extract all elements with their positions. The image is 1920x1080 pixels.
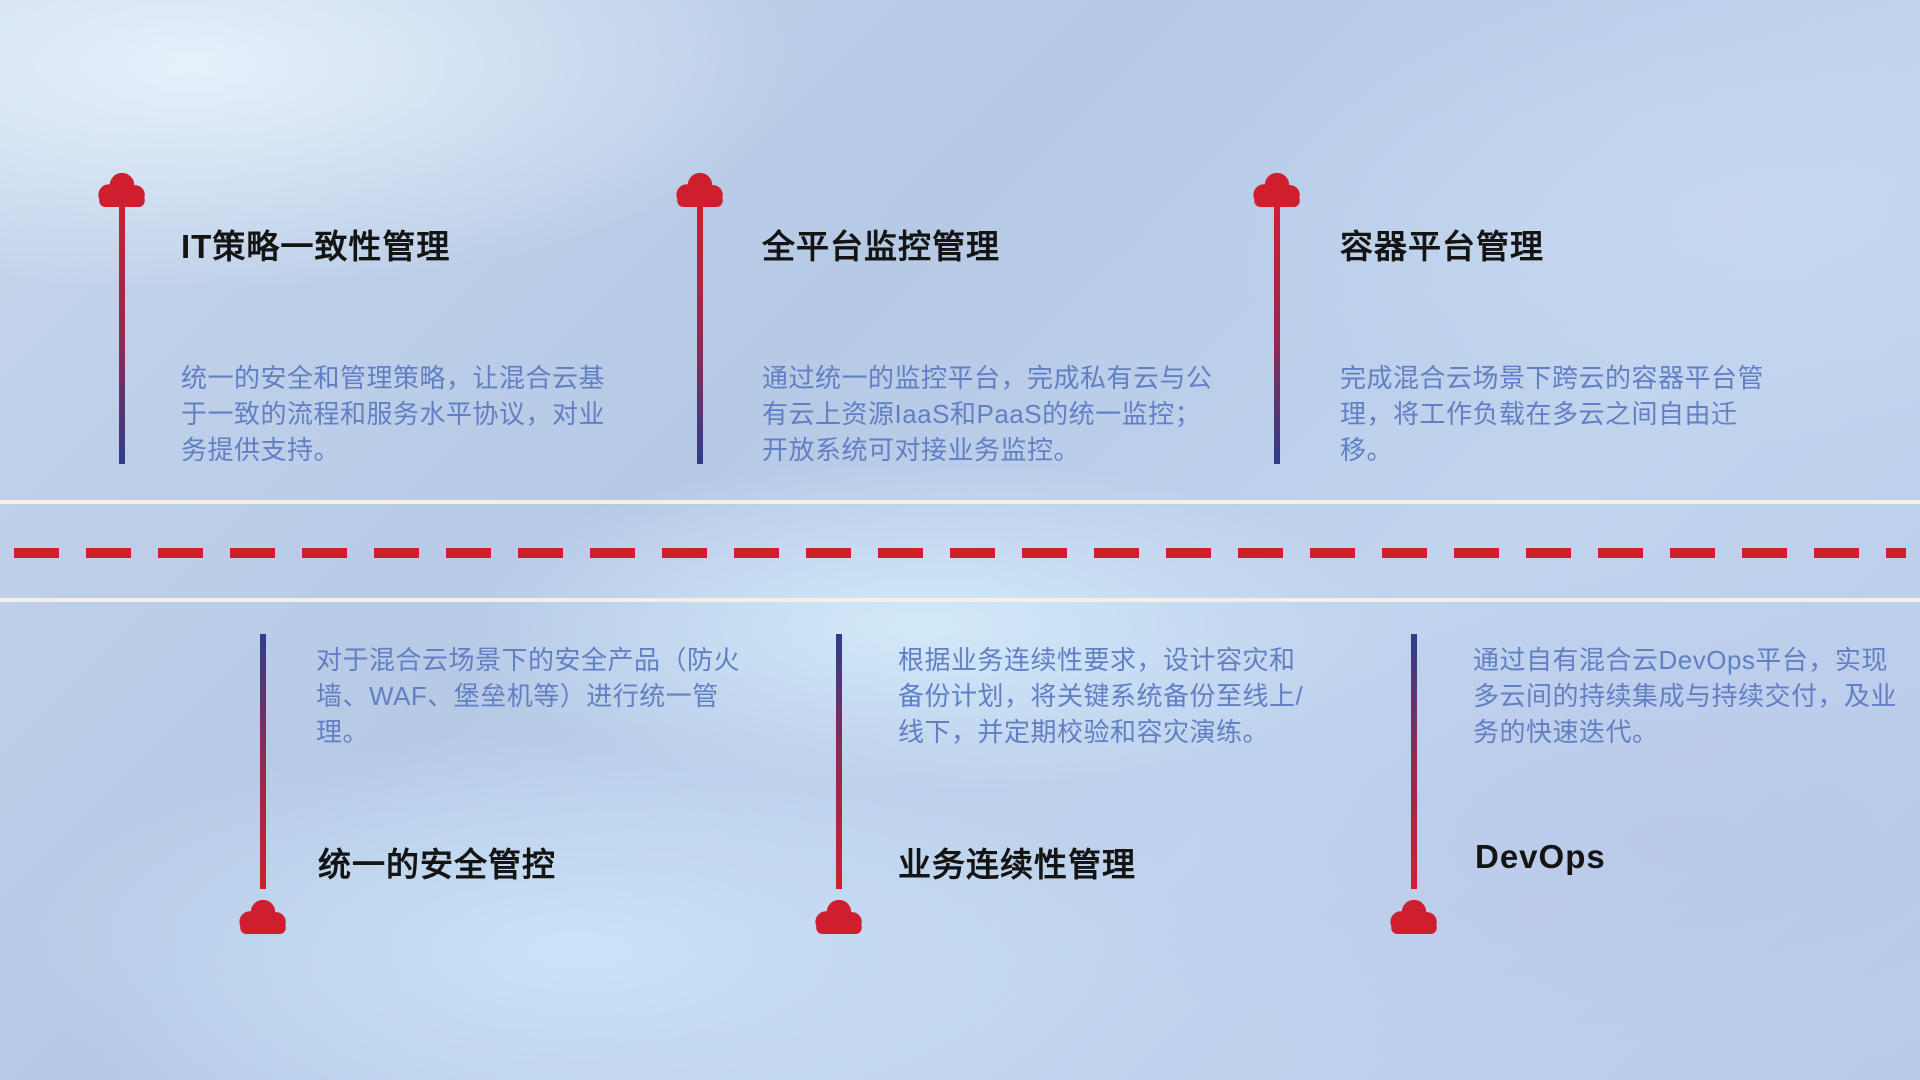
road-bottom-line (0, 598, 1920, 602)
cloud-icon (672, 170, 728, 209)
item-description: 通过自有混合云DevOps平台，实现多云间的持续集成与持续交付，及业务的快速迭代… (1473, 645, 1898, 747)
item-description: 通过统一的监控平台，完成私有云与公有云上资源IaaS和PaaS的统一监控；开放系… (762, 363, 1213, 465)
road-top-line (0, 500, 1920, 504)
item-description: 对于混合云场景下的安全产品（防火墙、WAF、堡垒机等）进行统一管理。 (316, 645, 741, 747)
item-title: 全平台监控管理 (762, 228, 1000, 265)
item-title: DevOps (1475, 838, 1606, 875)
cloud-icon (94, 170, 150, 209)
connector-line (1411, 634, 1417, 889)
cloud-icon (1249, 170, 1305, 209)
item-description: 完成混合云场景下跨云的容器平台管理，将工作负载在多云之间自由迁移。 (1340, 363, 1765, 465)
connector-line (1274, 207, 1280, 464)
connector-line (836, 634, 842, 889)
item-description: 根据业务连续性要求，设计容灾和备份计划，将关键系统备份至线上/线下，并定期校验和… (898, 645, 1304, 747)
item-title: 业务连续性管理 (898, 846, 1136, 883)
item-title: 统一的安全管控 (318, 846, 556, 883)
item-description: 统一的安全和管理策略，让混合云基于一致的流程和服务水平协议，对业务提供支持。 (181, 363, 606, 465)
cloud-icon (811, 897, 867, 936)
item-title: IT策略一致性管理 (181, 228, 451, 265)
cloud-icon (235, 897, 291, 936)
cloud-icon (1386, 897, 1442, 936)
connector-line (697, 207, 703, 464)
item-title: 容器平台管理 (1340, 228, 1544, 265)
road-dashed-center-line (14, 548, 1906, 558)
connector-line (119, 207, 125, 464)
connector-line (260, 634, 266, 889)
